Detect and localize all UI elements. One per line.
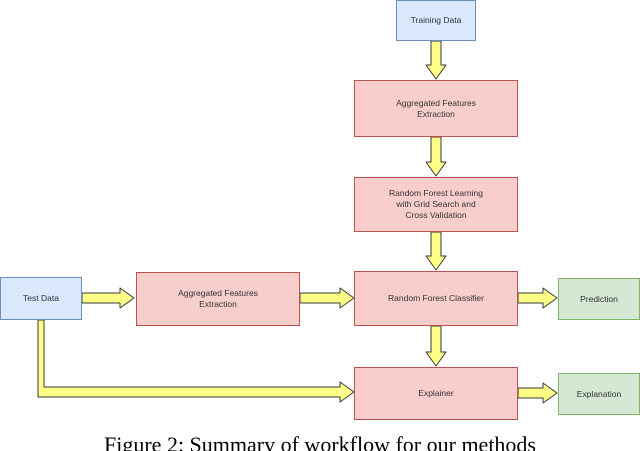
random-forest-learning-node: Random Forest Learning with Grid Search … bbox=[354, 177, 518, 232]
explanation-node: Explanation bbox=[558, 373, 640, 415]
arrow-aggregated-to-classifier bbox=[299, 287, 355, 309]
explainer-node: Explainer bbox=[354, 367, 518, 420]
arrow-aggregated-to-learning bbox=[425, 136, 447, 177]
arrow-testdata-to-aggregated bbox=[81, 287, 135, 309]
arrow-learning-to-classifier bbox=[425, 231, 447, 271]
arrow-classifier-to-explainer bbox=[425, 325, 447, 367]
aggregated-features-extraction-node: Aggregated Features Extraction bbox=[354, 80, 518, 137]
arrow-explainer-to-explanation bbox=[517, 382, 558, 404]
figure-caption: Figure 2: Summary of workflow for our me… bbox=[104, 432, 536, 451]
training-data-node: Training Data bbox=[396, 0, 476, 41]
aggregated-features-extraction-left-node: Aggregated Features Extraction bbox=[136, 272, 300, 326]
test-data-node: Test Data bbox=[0, 277, 82, 320]
random-forest-classifier-node: Random Forest Classifier bbox=[354, 271, 518, 326]
arrow-classifier-to-prediction bbox=[517, 287, 558, 309]
prediction-node: Prediction bbox=[558, 278, 640, 320]
arrow-training-to-aggregated bbox=[425, 40, 447, 80]
arrow-testdata-to-explainer bbox=[37, 319, 355, 403]
